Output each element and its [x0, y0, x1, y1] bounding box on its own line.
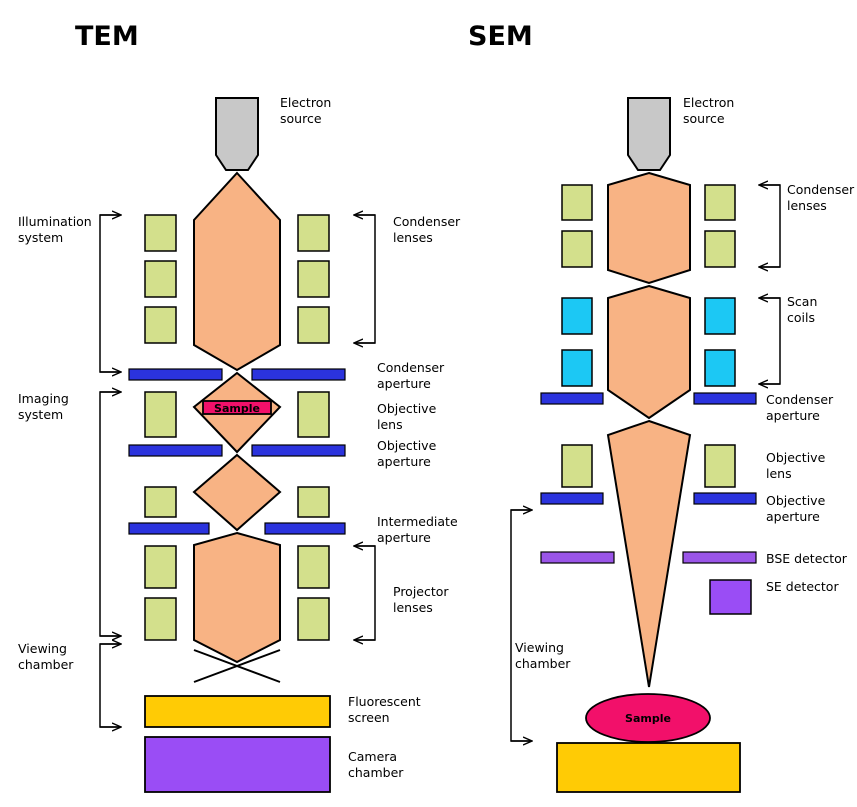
- tem-condenser-aperture-left: [128, 368, 223, 381]
- sem-scan-coil-left-1: [561, 297, 593, 335]
- tem-projector-bracket: [355, 545, 376, 641]
- tem-condenser-lens-right-2: [297, 260, 330, 298]
- tem-title: TEM: [75, 21, 139, 52]
- sem-title: SEM: [468, 21, 533, 52]
- sem-sample-stage: [556, 742, 741, 793]
- sem-objective-lens-left: [561, 444, 593, 488]
- sem-scan-coil-right-1: [704, 297, 736, 335]
- tem-beam-crossover: [193, 649, 281, 683]
- tem-intermediate-aperture-right: [264, 522, 346, 535]
- tem-electron-source: [215, 97, 259, 171]
- sem-condenser-lens-left-1: [561, 184, 593, 221]
- tem-label-viewing-chamber: Viewing chamber: [18, 641, 74, 672]
- sem-condenser-lens-right-1: [704, 184, 736, 221]
- tem-condenser-bracket: [355, 214, 376, 344]
- tem-condenser-lens-left-3: [144, 306, 177, 344]
- sem-scan-coil-right-2: [704, 349, 736, 387]
- sem-scan-bracket: [760, 297, 781, 385]
- tem-label-illumination-system: Illumination system: [18, 214, 96, 245]
- sem-label-condenser-lenses: Condenser lenses: [787, 182, 857, 213]
- sem-bse-detector-right: [682, 551, 757, 564]
- tem-condenser-aperture-right: [251, 368, 346, 381]
- tem-intermediate-lens-right: [297, 486, 330, 518]
- sem-condenser-lens-left-2: [561, 230, 593, 268]
- tem-objective-lens-left: [144, 391, 177, 438]
- tem-camera-chamber: [144, 736, 331, 793]
- sem-objective-aperture-left: [540, 492, 604, 505]
- tem-sample-label: Sample: [214, 402, 260, 415]
- tem-label-condenser-aperture: Condenser aperture: [377, 360, 448, 391]
- tem-label-electron-source: Electron source: [280, 95, 335, 126]
- tem-condenser-lens-right-3: [297, 306, 330, 344]
- sem-label-objective-lens: Objective lens: [766, 450, 829, 481]
- tem-fluorescent-screen: [144, 695, 331, 728]
- tem-beam-condenser: [193, 171, 281, 372]
- sem-objective-lens-right: [704, 444, 736, 488]
- sem-condenser-lens-right-2: [704, 230, 736, 268]
- sem-label-electron-source: Electron source: [683, 95, 738, 126]
- sem-condenser-bracket: [760, 184, 781, 268]
- tem-beam-projector: [193, 531, 281, 664]
- sem-label-bse-detector: BSE detector: [766, 551, 848, 566]
- tem-beam-intermediate: [192, 453, 282, 532]
- sem-condenser-aperture-left: [540, 392, 604, 405]
- sem-condenser-aperture-right: [693, 392, 757, 405]
- tem-projector-lens-right-2: [297, 597, 330, 641]
- tem-objective-aperture-left: [128, 444, 223, 457]
- sem-beam-probe: [606, 419, 692, 688]
- tem-projector-lens-right-1: [297, 545, 330, 589]
- sem-label-scan-coils: Scan coils: [787, 294, 821, 325]
- sem-sample-label: Sample: [625, 712, 671, 725]
- tem-label-camera-chamber: Camera chamber: [348, 749, 404, 780]
- tem-label-projector-lenses: Projector lenses: [393, 584, 453, 615]
- sem-beam-scan: [607, 284, 691, 420]
- sem-label-objective-aperture: Objective aperture: [766, 493, 829, 524]
- tem-viewing-bracket: [99, 643, 120, 728]
- tem-label-imaging-system: Imaging system: [18, 391, 73, 422]
- sem-label-condenser-aperture: Condenser aperture: [766, 392, 837, 423]
- tem-objective-aperture-right: [251, 444, 346, 457]
- tem-label-objective-aperture: Objective aperture: [377, 438, 440, 469]
- tem-projector-lens-left-1: [144, 545, 177, 589]
- sem-column: SEM Sample: [468, 21, 857, 793]
- tem-intermediate-lens-left: [144, 486, 177, 518]
- sem-label-se-detector: SE detector: [766, 579, 839, 594]
- tem-illumination-bracket: [99, 214, 120, 373]
- sem-sample: [585, 693, 711, 743]
- sem-electron-source: [627, 97, 671, 171]
- tem-objective-lens-right: [297, 391, 330, 438]
- sem-se-detector: [709, 579, 752, 615]
- sem-scan-coil-left-2: [561, 349, 593, 387]
- tem-intermediate-aperture-left: [128, 522, 210, 535]
- tem-label-fluorescent-screen: Fluorescent screen: [348, 694, 425, 725]
- tem-column: TEM Sample: [18, 21, 464, 793]
- sem-viewing-bracket: [510, 509, 531, 742]
- tem-label-objective-lens: Objective lens: [377, 401, 440, 432]
- sem-beam-condenser: [607, 171, 691, 285]
- tem-imaging-bracket: [99, 391, 120, 637]
- tem-condenser-lens-right-1: [297, 214, 330, 252]
- tem-condenser-lens-left-2: [144, 260, 177, 298]
- sem-objective-aperture-right: [693, 492, 757, 505]
- tem-sample: [202, 400, 272, 415]
- tem-projector-lens-left-2: [144, 597, 177, 641]
- tem-condenser-lens-left-1: [144, 214, 177, 252]
- tem-label-intermediate-aperture: Intermediate aperture: [377, 514, 462, 545]
- sem-bse-detector-left: [540, 551, 615, 564]
- tem-label-condenser-lenses: Condenser lenses: [393, 214, 464, 245]
- sem-label-viewing-chamber: Viewing chamber: [515, 640, 571, 671]
